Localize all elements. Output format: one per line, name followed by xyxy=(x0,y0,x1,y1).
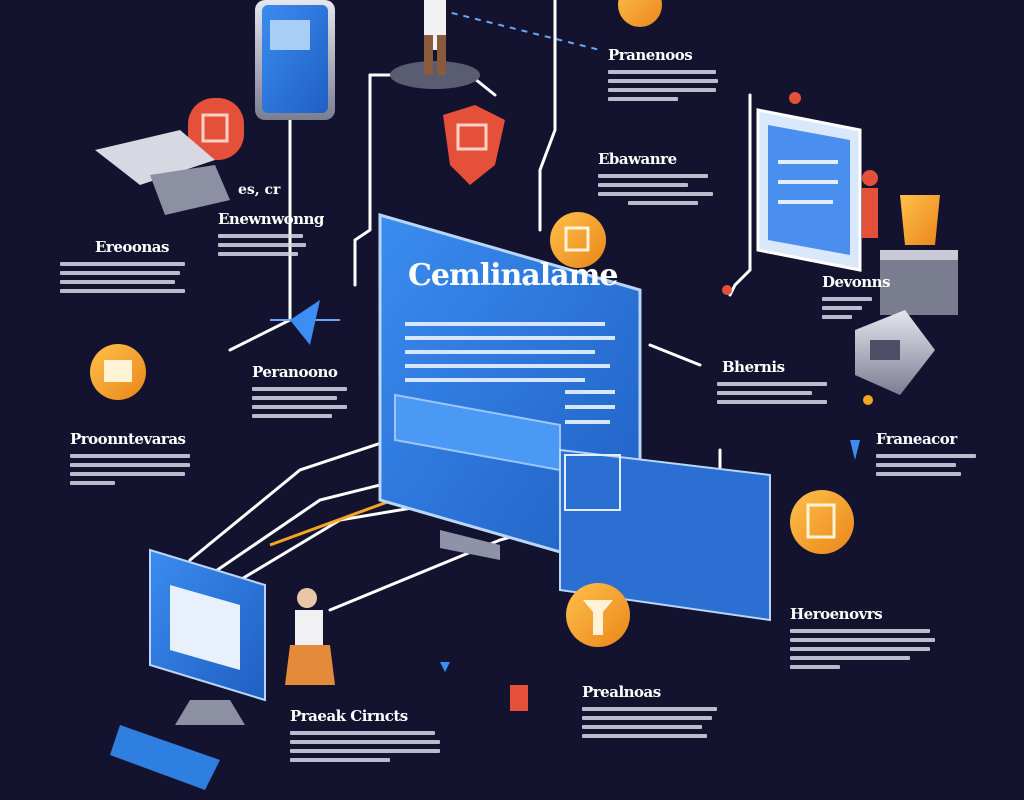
left-monitor xyxy=(110,548,266,790)
person-figure-right xyxy=(862,170,878,238)
tag-label: es, cr xyxy=(238,182,281,198)
coin-icon xyxy=(618,0,662,27)
right-document-panel xyxy=(756,108,862,272)
label-block-left-mid: Ereoonas xyxy=(60,238,265,293)
label-block-right-upper: Devonns xyxy=(822,273,992,319)
blue-dashed-connector xyxy=(439,9,601,51)
top-left-tablet xyxy=(255,0,335,120)
label-text-lines xyxy=(218,234,388,256)
small-decorative-icons xyxy=(510,92,873,711)
label-text-lines xyxy=(876,454,1024,476)
trophy-icon xyxy=(880,195,958,315)
label-title: Franeacor xyxy=(876,430,957,448)
label-block-left-upper: Enewnwonng xyxy=(218,210,388,256)
coin-icon xyxy=(90,344,146,400)
label-title: Bhernis xyxy=(722,358,785,376)
blue-arrow-icons xyxy=(290,300,860,672)
coin-icon xyxy=(566,583,630,647)
red-badge-icon xyxy=(443,105,505,185)
label-title: Praeak Cirncts xyxy=(290,707,408,725)
label-text-lines xyxy=(252,387,422,418)
label-text-lines xyxy=(582,707,752,738)
person-figure-bottom xyxy=(285,588,335,685)
label-title: Ebawanre xyxy=(598,150,677,168)
label-block-right-center: Bhernis xyxy=(717,358,892,404)
label-block-bottom-center: Prealnoas xyxy=(582,683,752,738)
label-text-lines xyxy=(290,731,460,762)
label-text-lines xyxy=(717,382,892,404)
label-title: Devonns xyxy=(822,273,891,291)
label-text-lines xyxy=(790,629,960,669)
label-title: Heroenovrs xyxy=(790,605,883,623)
main-screen-title: Cemlinalame xyxy=(408,258,618,293)
label-block-top-center: Pranenoos xyxy=(608,46,778,101)
label-block-far-right: Franeacor xyxy=(876,430,1024,476)
grey-machine-right xyxy=(855,310,935,395)
secondary-panel xyxy=(559,448,771,622)
label-title: Peranoono xyxy=(252,363,338,381)
label-title: Prealnoas xyxy=(582,683,661,701)
label-text-lines xyxy=(60,262,265,293)
label-title: Pranenoos xyxy=(608,46,693,64)
label-block-far-left: Proonntevaras xyxy=(70,430,240,485)
label-text-lines xyxy=(70,454,240,485)
red-badge-icon xyxy=(188,98,244,160)
coin-icon xyxy=(790,490,854,554)
label-text-lines xyxy=(822,297,992,319)
label-title: Proonntevaras xyxy=(70,430,186,448)
person-figure-top xyxy=(390,0,480,89)
coin-icon xyxy=(550,212,606,268)
label-block-bottom-right: Heroenovrs xyxy=(790,605,960,669)
label-block-right-top: Ebawanre xyxy=(598,150,768,205)
label-title: Enewnwonng xyxy=(218,210,324,228)
label-title: Ereoonas xyxy=(95,238,169,256)
grey-device-left xyxy=(95,130,230,215)
label-block-center-left: Peranoono xyxy=(252,363,422,418)
label-text-lines xyxy=(598,174,768,205)
main-screen-text-lines xyxy=(405,322,615,424)
label-block-bottom-left: Praeak Cirncts xyxy=(290,707,460,762)
label-text-lines xyxy=(608,70,778,101)
